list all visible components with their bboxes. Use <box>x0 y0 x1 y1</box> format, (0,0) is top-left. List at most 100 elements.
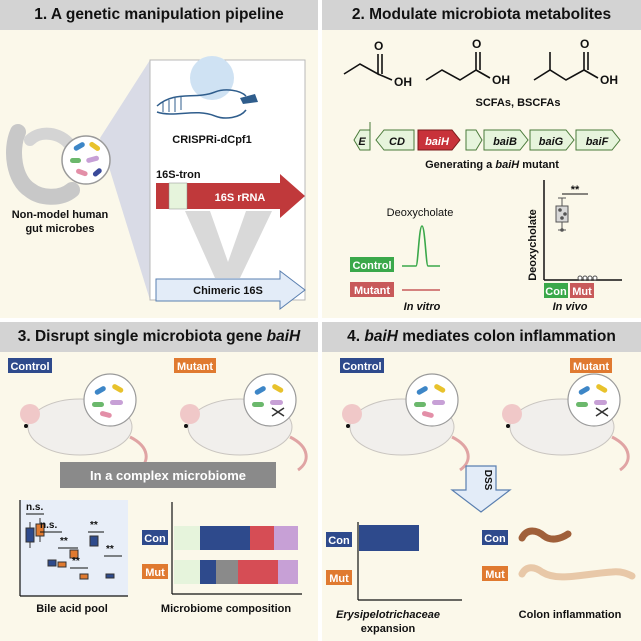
isovalerate-structure <box>533 52 599 81</box>
control-tag <box>8 358 52 373</box>
control-tag <box>340 358 384 373</box>
expansion-word: expansion <box>361 623 416 635</box>
svg-text:O: O <box>374 39 383 53</box>
colon-label: Colon inflammation <box>519 609 622 621</box>
host-label-line-2: gut microbes <box>25 223 94 235</box>
mouse-mutant-icon <box>502 373 630 472</box>
mutant-tag <box>350 282 394 297</box>
panel-4-art: Control Mutant <box>326 358 636 635</box>
mouse-control-icon <box>342 373 470 472</box>
in-vitro-label: In vitro <box>404 301 441 313</box>
panel-1-title: 1. A genetic manipulation pipeline <box>0 0 318 30</box>
mut-tag <box>142 564 168 579</box>
svg-text:O: O <box>580 37 589 51</box>
svg-text:Con: Con <box>545 286 567 298</box>
svg-text:Mut: Mut <box>485 569 505 581</box>
gene-spacer <box>465 129 483 151</box>
gene-cd <box>375 129 415 151</box>
sig-label-2: ** <box>72 556 80 567</box>
svg-text:O: O <box>472 37 481 51</box>
gene-e <box>353 122 371 151</box>
panel-4-title: 4. baiH mediates colon inflammation <box>322 322 641 352</box>
mutant-tag <box>570 358 612 373</box>
complex-microbiome-banner <box>60 462 276 488</box>
svg-text:baiH: baiH <box>425 136 450 148</box>
svg-text:Con: Con <box>484 533 506 545</box>
svg-text:baiB: baiB <box>493 136 517 148</box>
svg-text:Mut: Mut <box>145 567 165 579</box>
panel-2-title: 2. Modulate microbiota metabolites <box>322 0 641 30</box>
expansion-plot: Con Mut <box>326 522 462 601</box>
panel-genetic-pipeline: 1. A genetic manipulation pipeline <box>0 0 318 318</box>
con-composition-bar <box>174 526 298 550</box>
svg-text:In a complex microbiome: In a complex microbiome <box>90 468 246 483</box>
composition-plot: Con Mut <box>142 502 302 595</box>
svg-text:OH: OH <box>394 75 412 89</box>
sig-label-1: ** <box>60 536 68 547</box>
dss-arrow: DSS <box>450 465 512 513</box>
gene-baib <box>483 129 529 151</box>
svg-text:Mutant: Mutant <box>177 361 213 373</box>
panel-disrupt-gene: 3. Disrupt single microbiota gene baiH C… <box>0 322 318 641</box>
mutant-tag <box>174 358 216 373</box>
control-peak <box>402 225 440 267</box>
ns-label-2: n.s. <box>40 520 57 531</box>
svg-text:Mutant: Mutant <box>573 361 609 373</box>
expansion-taxon: Erysipelotrichaceae <box>336 609 440 621</box>
svg-text:OH: OH <box>600 73 618 87</box>
gene-baig <box>529 129 575 151</box>
mouse-control-icon <box>20 373 148 472</box>
deoxycholate-title: Deoxycholate <box>387 207 454 219</box>
sig-label-3: ** <box>90 520 98 531</box>
con-tag <box>544 283 568 298</box>
con-expansion-bar <box>359 525 419 551</box>
svg-text:Mut: Mut <box>572 286 592 298</box>
microbe-circle-icon <box>61 135 111 185</box>
svg-text:Control: Control <box>352 260 391 272</box>
gut-icon <box>6 124 80 205</box>
host-label-line-1: Non-model human <box>12 209 109 221</box>
mut-tag <box>570 283 594 298</box>
ns-label-1: n.s. <box>26 502 43 513</box>
con-tag <box>142 530 168 545</box>
rrna-arrow: 16S rRNA <box>156 174 305 218</box>
svg-text:16S rRNA: 16S rRNA <box>215 192 266 204</box>
panel-metabolites: 2. Modulate microbiota metabolites OH O … <box>322 0 641 318</box>
svg-text:Mut: Mut <box>329 573 349 585</box>
mut-tag <box>326 570 352 585</box>
svg-text:OH: OH <box>492 73 510 87</box>
con-tag <box>482 530 508 545</box>
in-vivo-points-mut <box>577 275 598 281</box>
svg-text:Control: Control <box>342 361 381 373</box>
mut-composition-bar <box>174 560 298 584</box>
scfa-label: SCFAs, BSCFAs <box>476 97 561 109</box>
svg-text:Mutant: Mutant <box>354 285 390 297</box>
svg-text:Control: Control <box>10 361 49 373</box>
bile-acid-label: Bile acid pool <box>36 603 108 615</box>
svg-text:DSS: DSS <box>482 470 493 491</box>
mut-tag <box>482 566 508 581</box>
sig-label-4: ** <box>106 544 114 555</box>
colon-control-icon <box>518 527 572 543</box>
insertion-v <box>185 211 272 278</box>
in-vivo-y-axis: Deoxycholate <box>527 209 539 281</box>
crispr-complex-icon <box>156 56 258 119</box>
control-tag <box>350 257 394 272</box>
bile-acid-plot: n.s. n.s. ** ** ** ** <box>19 500 128 597</box>
propionate-structure <box>343 54 393 81</box>
con-tag <box>326 532 352 547</box>
panel-2-art: OH O OH O OH O SCFAs, BSCFAs E CD baiH <box>343 37 622 313</box>
svg-text:CD: CD <box>389 136 405 148</box>
svg-text:baiG: baiG <box>539 136 564 148</box>
in-vivo-sig: ** <box>571 184 580 196</box>
tool-label: CRISPRi-dCpf1 <box>172 134 251 146</box>
svg-text:Con: Con <box>328 535 350 547</box>
butyrate-structure <box>425 52 491 81</box>
panel-1-art: CRISPRi-dCpf1 16S-tron 16S rRNA Chimeric… <box>6 56 306 311</box>
gene-cluster: E CD baiH baiB baiG baiF <box>353 122 621 151</box>
colon-mutant-icon <box>518 564 636 581</box>
chimeric-arrow: Chimeric 16S <box>155 269 306 311</box>
panel-3-art: Control Mutant <box>8 358 308 615</box>
mouse-mutant-icon <box>180 373 308 472</box>
zoom-wedge <box>100 60 150 300</box>
